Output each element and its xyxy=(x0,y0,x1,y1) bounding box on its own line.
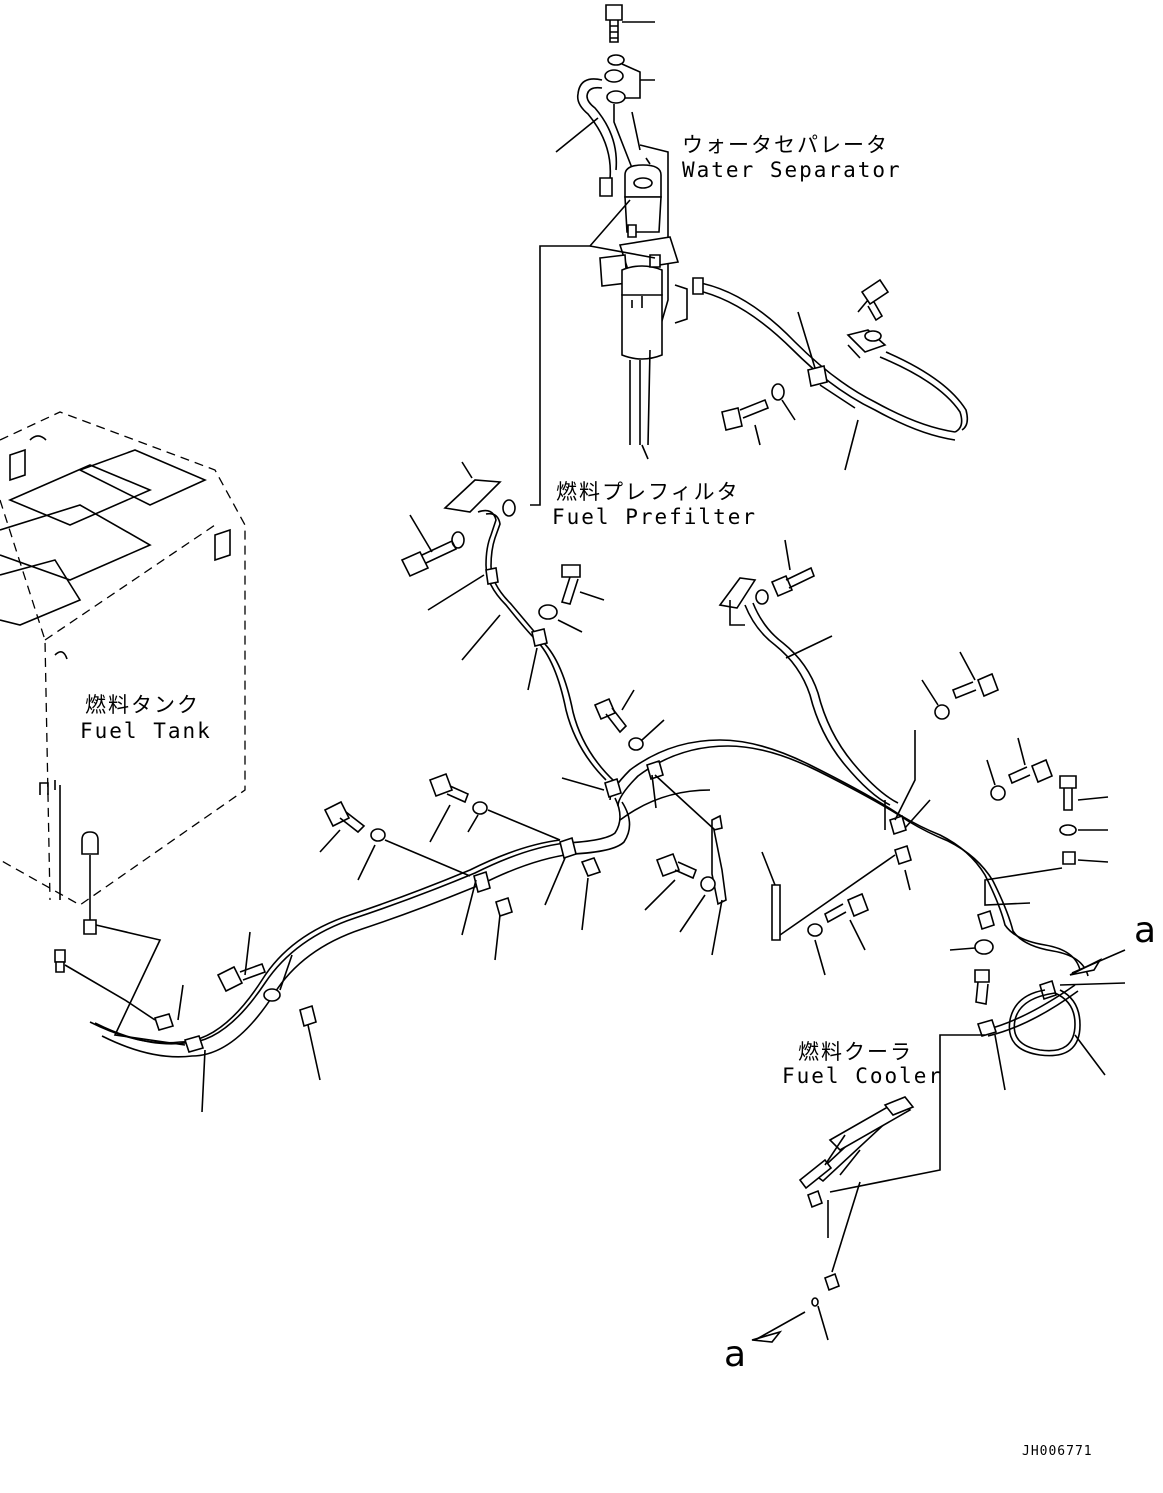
main-fuel-lines xyxy=(54,739,1089,1113)
fuel-cooler-en-label: Fuel Cooler xyxy=(782,1064,944,1088)
callout-a-lower: a xyxy=(724,1334,747,1375)
water-separator-jp-label: ウォータセパレータ xyxy=(682,133,889,157)
fuel-cooler-jp-label: 燃料クーラ xyxy=(798,1040,913,1064)
water-separator-assembly xyxy=(530,4,688,506)
center-right-hose xyxy=(718,539,899,806)
fuel-cooler-assembly xyxy=(751,949,1126,1343)
callout-a-upper: a xyxy=(1134,910,1157,951)
fuel-tank xyxy=(0,411,246,906)
drawing-id: JH006771 xyxy=(1022,1444,1093,1459)
separator-outlet-hose xyxy=(692,277,969,471)
fuel-prefilter-jp-label: 燃料プレフィルタ xyxy=(556,480,740,504)
fuel-tank-jp-label: 燃料タンク xyxy=(85,693,200,717)
water-separator-en-label: Water Separator xyxy=(682,158,902,182)
fuel-prefilter-en-label: Fuel Prefilter xyxy=(552,505,758,529)
fuel-prefilter-assembly xyxy=(400,461,616,783)
bolts-main xyxy=(216,651,1109,1005)
fuel-tank-en-label: Fuel Tank xyxy=(80,719,212,743)
